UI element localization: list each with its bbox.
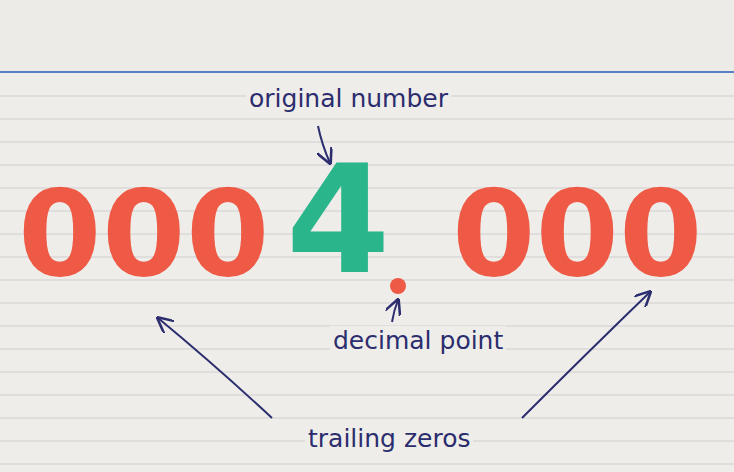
annotation-label: trailing zeros [305,424,473,454]
leader-arrow [392,300,398,322]
original-digit: 4 [286,145,390,295]
decimal-dot [390,278,406,294]
trailing-zero-digits: 000 [452,174,703,294]
paper-top [0,0,734,72]
leader-arrow [522,292,650,418]
margin-line [0,71,734,73]
leading-zeros: 000 [18,174,270,294]
annotation-label: original number [246,84,451,114]
ruled-lines [0,96,734,464]
leader-arrow [158,318,272,418]
annotation-label: decimal point [330,326,506,356]
